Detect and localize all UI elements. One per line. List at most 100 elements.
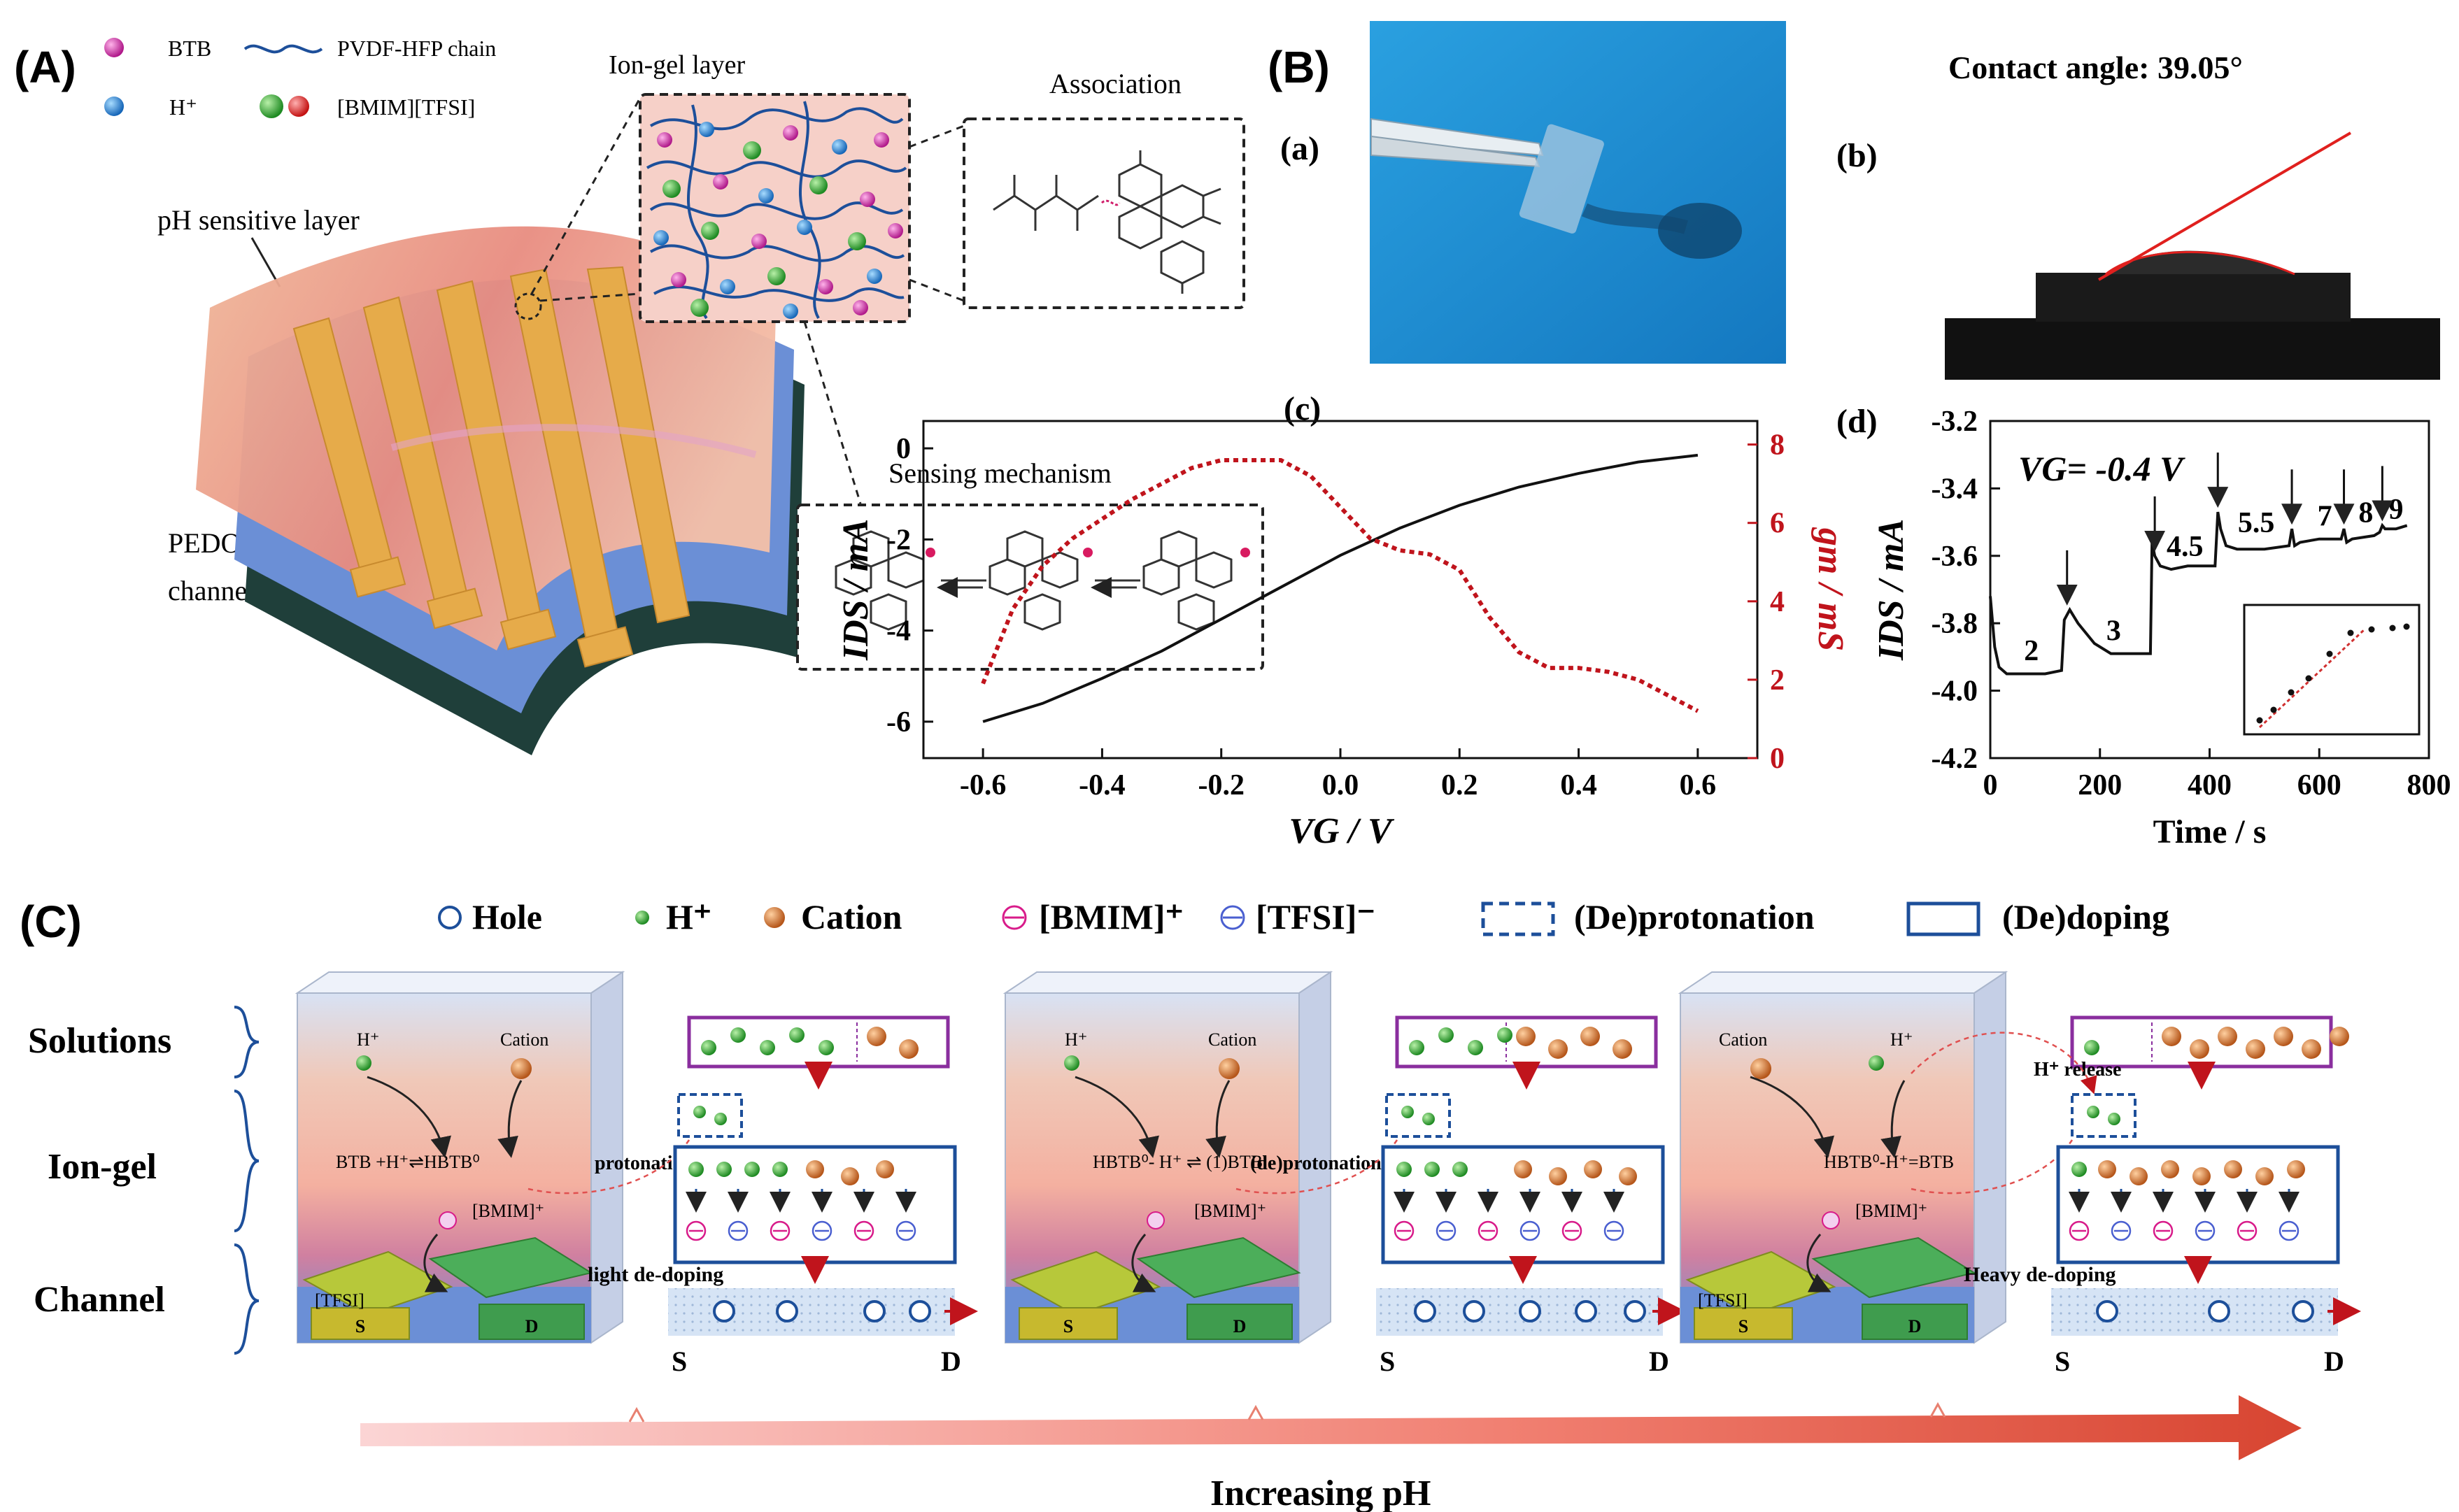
legend-btb: BTB (168, 36, 211, 61)
ion-gel-particle (867, 269, 882, 284)
hole-carrier (2096, 1300, 2118, 1322)
reaction-label: HBTB⁰-H⁺=BTB (1824, 1152, 1954, 1172)
hole-carrier (2208, 1300, 2230, 1322)
protonation-box-icon (1481, 901, 1555, 936)
bmim-cation-icon (260, 94, 283, 118)
solution-hplus (819, 1040, 834, 1055)
ph-layer-leader (250, 237, 281, 287)
drain-electrode-label: D (525, 1316, 539, 1336)
channel-drain-label: D (941, 1346, 961, 1377)
chart-c-ylabel: IDS / mA (836, 519, 876, 661)
channel-source-label: S (672, 1346, 687, 1377)
chart-c-x-tick-label: 0.4 (1560, 769, 1597, 801)
ph-value-label: 8 (2358, 497, 2373, 529)
source-electrode-label: S (355, 1316, 365, 1336)
hole-carrier (1575, 1300, 1597, 1322)
chart-c-x-tick-label: -0.6 (960, 769, 1007, 801)
ion-gel-particle (818, 279, 833, 294)
ion-gel-particle (888, 223, 903, 238)
protonation-box (677, 1093, 743, 1138)
chart-c-y2-tick-label: 8 (1770, 429, 1785, 462)
sensing-mechanism-title: Sensing mechanism (888, 457, 1112, 489)
legend-hplus: H⁺ (169, 94, 197, 120)
ph-value-label: 5.5 (2238, 507, 2275, 539)
chart-c-x-tick-label: 0.2 (1441, 769, 1478, 801)
chart-c-y2-tick-label: 2 (1770, 664, 1785, 697)
ids-series-line (982, 453, 1699, 723)
chart-d-y-tick-label: -4.2 (1932, 743, 1978, 775)
solution-cation (2274, 1027, 2293, 1046)
ion-gel-layer-title: Ion-gel layer (609, 50, 746, 80)
brace-solutions (234, 1006, 260, 1078)
panel-c-legend: Hole H⁺ Cation [BMIM]⁺ [TFSI]⁻ (De)proto… (438, 897, 2169, 936)
zoom-line-3 (909, 124, 965, 148)
device-photo (1370, 21, 1786, 364)
cation-particle (1750, 1058, 1771, 1079)
zoom-line-1 (539, 292, 641, 302)
association-title: Association (1049, 68, 1182, 99)
h-release-label: H⁺ release (2034, 1059, 2121, 1080)
hplus-label: H⁺ (1065, 1029, 1088, 1050)
solution-hplus (760, 1040, 775, 1055)
increasing-ph-arrow (360, 1395, 2302, 1460)
hole-icon (438, 906, 462, 929)
btb-molecule-icon (104, 38, 124, 57)
hplus-icon (635, 911, 649, 925)
reaction-label: HBTB⁰- H⁺ ⇌ (1)BTB (1093, 1152, 1263, 1172)
hole-carrier (863, 1300, 886, 1322)
solution-hplus (2084, 1040, 2099, 1055)
solution-hplus (1409, 1040, 1424, 1055)
chart-d-y-tick-label: -3.4 (1932, 473, 1978, 505)
legend-bmim: [BMIM]⁺ (1039, 897, 1184, 936)
brace-ion-gel (234, 1090, 260, 1232)
legend-pvdf: PVDF-HFP chain (337, 36, 496, 61)
cation-particle (511, 1058, 532, 1079)
solution-cation (1548, 1039, 1568, 1059)
solution-cation (1613, 1039, 1632, 1059)
contact-angle-label: Contact angle: 39.05° (1948, 50, 2243, 85)
ion-gel-particle (758, 188, 774, 204)
ion-gel-layer-box (639, 93, 911, 323)
ion-gel-particle (713, 174, 728, 190)
source-electrode-label: S (1738, 1316, 1748, 1336)
pvdf-chain-icon (243, 44, 323, 54)
cation-label: Cation (1719, 1029, 1767, 1050)
doping-note: light de-doping (588, 1263, 723, 1286)
solution-cation (2162, 1027, 2181, 1046)
brace-channel (234, 1243, 260, 1355)
legend-protonation: (De)protonation (1574, 897, 1815, 936)
ion-gel-particle (662, 180, 681, 198)
drain-electrode-label: D (1233, 1316, 1247, 1336)
ion-gel-particle (783, 304, 798, 319)
hplus-particle (356, 1055, 371, 1071)
chart-c-xlabel: VG / V (1289, 811, 1395, 851)
panel-c: (C) Hole H⁺ Cation [BMIM]⁺ [TFSI]⁻ (De)p… (20, 897, 2361, 1512)
channel-drain-label: D (2324, 1346, 2344, 1377)
solution-cation (2246, 1039, 2265, 1059)
legend-hole: Hole (472, 897, 542, 936)
ion-gel-particle (832, 139, 847, 155)
solution-hplus (701, 1040, 716, 1055)
hole-carrier (2292, 1300, 2314, 1322)
chart-c-x-tick-label: 0.0 (1322, 769, 1359, 801)
hplus-label: H⁺ (1890, 1029, 1913, 1050)
tfsi-label: [TFSI] (315, 1290, 364, 1311)
chart-d-x-tick-label: 0 (1983, 769, 1998, 801)
chart-c-y-tick-label: 0 (896, 433, 911, 465)
protonation-box (1385, 1093, 1451, 1138)
sensing-mechanism-box (796, 504, 1264, 671)
panel-a-legend: BTB PVDF-HFP chain H⁺ [BMIM][TFSI] (104, 36, 496, 120)
ion-gel-particle (699, 122, 714, 137)
hole-carrier (1414, 1300, 1436, 1322)
ion-gel-particle (671, 272, 686, 287)
tfsi-label: [TFSI] (1698, 1290, 1748, 1311)
panel-b-label: (B) (1268, 42, 1330, 92)
ion-gel-particle (809, 176, 828, 194)
legend-tfsi: [TFSI]⁻ (1256, 897, 1375, 936)
panel-c-label: (C) (20, 897, 82, 947)
gm-series-line (981, 458, 1699, 713)
channel-source-label: S (1380, 1346, 1395, 1377)
hole-carrier (1519, 1300, 1541, 1322)
solution-cation (2302, 1039, 2321, 1059)
